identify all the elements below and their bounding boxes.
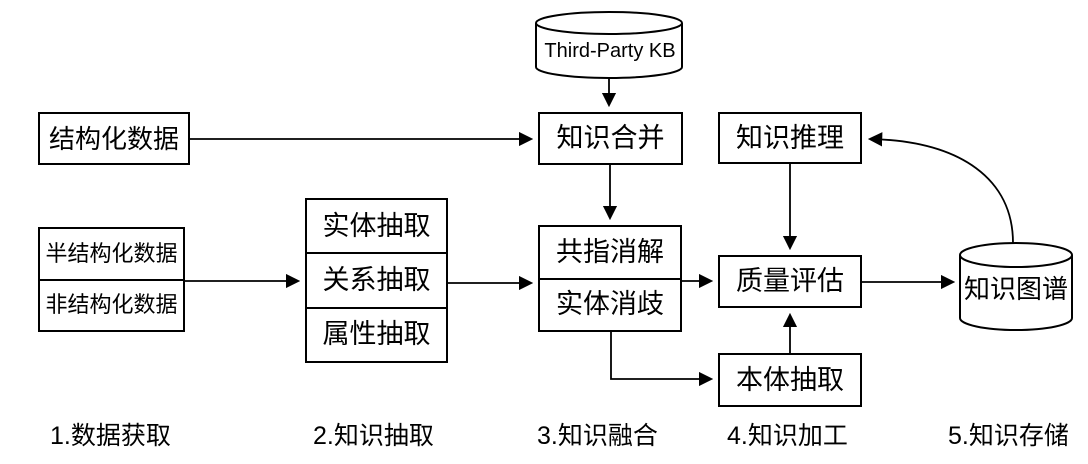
box-fusion-group: 共指消解 实体消歧 [538, 225, 682, 332]
box-ontology-extraction: 本体抽取 [718, 353, 862, 407]
box-relation-extraction: 关系抽取 [307, 252, 446, 306]
box-knowledge-reasoning: 知识推理 [718, 112, 862, 164]
box-extraction-group: 实体抽取 关系抽取 属性抽取 [305, 198, 448, 363]
arrow-kg-to-reasoning-curve [867, 132, 1014, 244]
stage-label-3-knowledge-fusion: 3.知识融合 [537, 422, 658, 450]
stage-label-5-knowledge-storage: 5.知识存储 [948, 422, 1069, 450]
knowledge-graph-label: 知识图谱 [963, 274, 1068, 304]
third-party-kb-cylinder-icon [535, 11, 683, 79]
box-structured-data: 结构化数据 [38, 112, 190, 165]
stage-label-2-knowledge-extraction: 2.知识抽取 [313, 422, 434, 450]
box-semi-structured-data: 半结构化数据 [45, 240, 178, 266]
box-knowledge-merging: 知识合并 [538, 112, 683, 165]
third-party-kb-label: Third-Party KB [544, 40, 676, 62]
box-input-data-group: 半结构化数据 非结构化数据 [38, 227, 185, 332]
box-unstructured-data: 非结构化数据 [40, 278, 183, 331]
box-entity-disambiguation: 实体消歧 [540, 277, 680, 331]
box-entity-extraction: 实体抽取 [322, 210, 431, 241]
arrow-fusion-to-ontology [610, 332, 714, 387]
box-quality-assessment: 质量评估 [718, 255, 862, 308]
box-attribute-extraction: 属性抽取 [307, 306, 446, 361]
box-coreference-resolution: 共指消解 [556, 236, 664, 267]
knowledge-graph-cylinder-icon [959, 242, 1073, 331]
stage-label-1-data-acquisition: 1.数据获取 [50, 422, 171, 450]
stage-label-4-knowledge-processing: 4.知识加工 [727, 422, 848, 450]
